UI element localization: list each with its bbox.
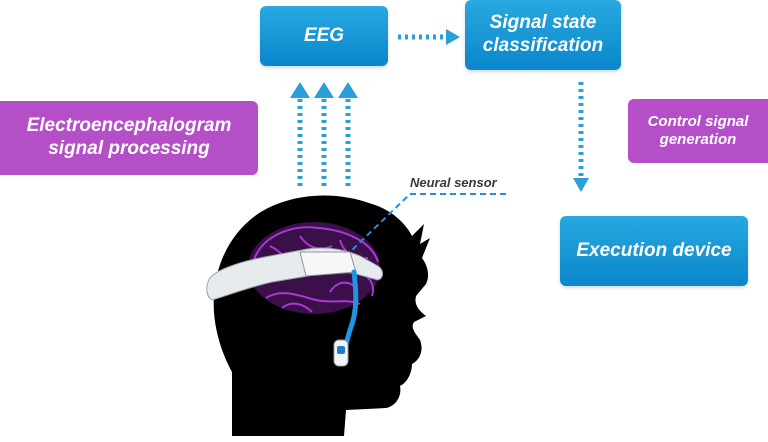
- neural-sensor-pointer: [349, 193, 506, 253]
- eeg-box: EEG: [260, 6, 388, 66]
- signal-state-classification-box: Signal state classification: [465, 0, 621, 70]
- control-signal-line-2: generation: [659, 131, 737, 148]
- execution-device-label: Execution device: [576, 239, 732, 261]
- execution-device-box: Execution device: [560, 216, 748, 286]
- neural-sensor-label: Neural sensor: [410, 175, 497, 190]
- up-arrows: [297, 96, 351, 186]
- control-signal-generation-box: Control signal generation: [628, 99, 768, 163]
- signal-state-line-1: Signal state: [489, 12, 597, 34]
- eeg-label: EEG: [303, 24, 345, 46]
- signal-processing-box: Electroencephalogram signal processing: [0, 101, 258, 175]
- signal-state-line-2: classification: [482, 35, 604, 56]
- control-signal-line-1: Control signal: [647, 113, 749, 130]
- signal-processing-line-1: Electroencephalogram: [26, 115, 232, 137]
- signal-processing-line-2: signal processing: [48, 138, 210, 159]
